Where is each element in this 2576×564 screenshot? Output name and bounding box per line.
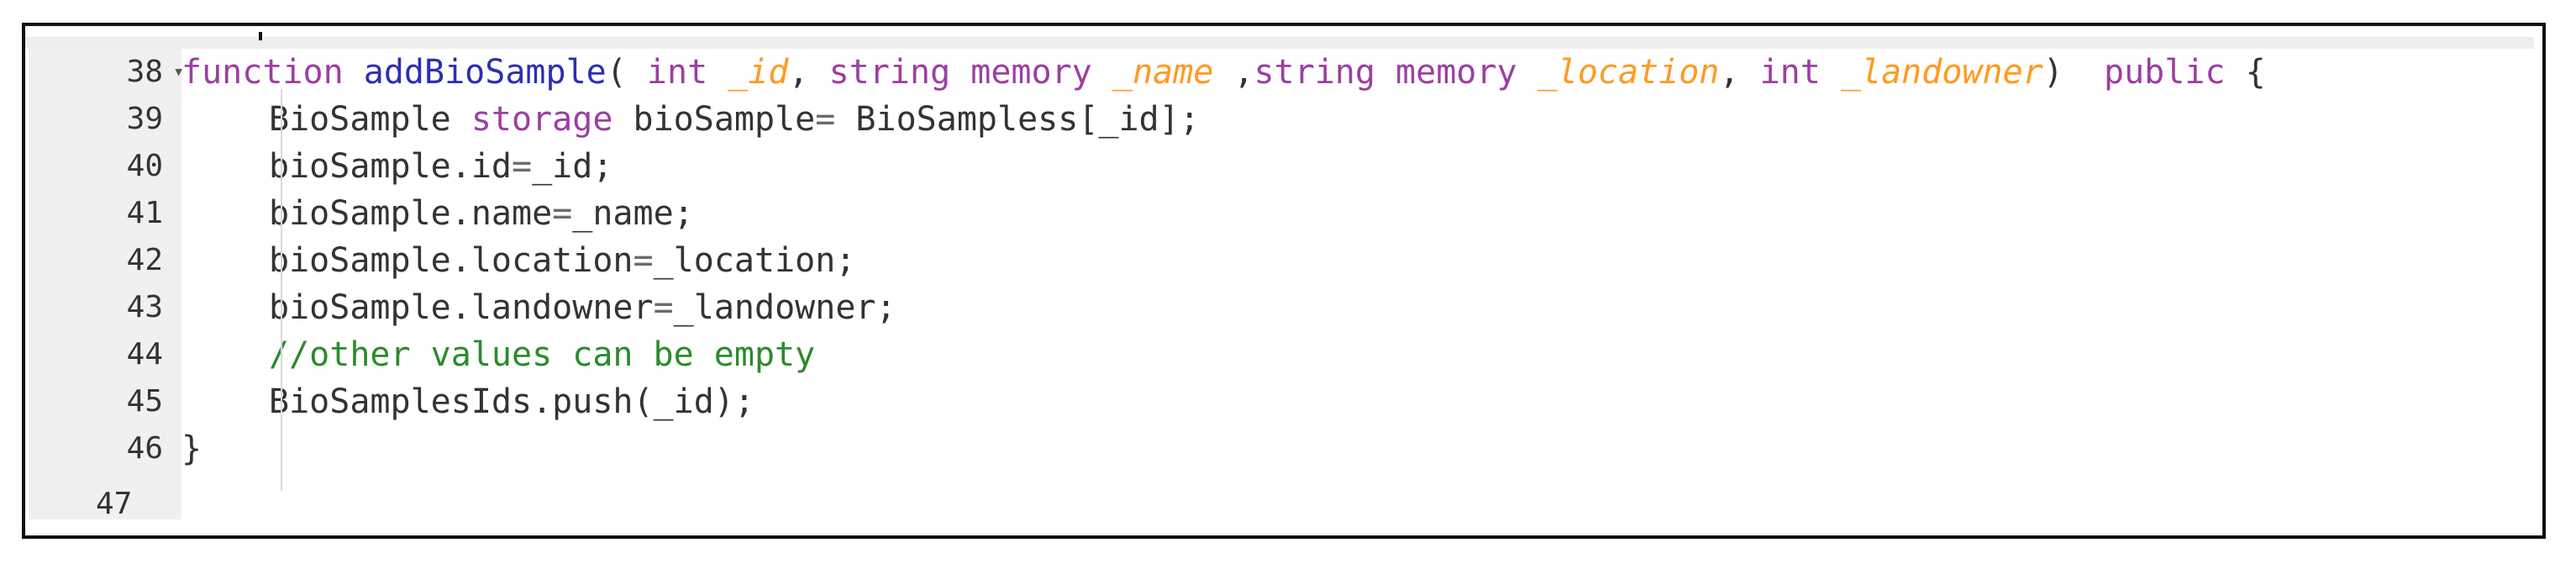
code-text: bioSample.landowner=_landowner; [269,284,896,331]
code-token: = [511,147,533,186]
code-token: memory [1396,53,1517,92]
code-token: bioSample.location [269,241,633,280]
code-text: bioSample.id=_id; [269,143,612,190]
line-number: 43 [126,290,163,324]
code-text: bioSample.location=_location; [269,237,855,284]
code-line[interactable]: 40 bioSample.id=_id; [127,143,2542,190]
code-token: _landowner [1840,53,2043,92]
code-token: BioSample [269,100,471,139]
code-token: _id; [532,147,613,186]
code-token: bioSample.name [269,194,553,233]
line-number-gutter [29,49,181,519]
code-token [1517,53,1538,92]
code-text: bioSample.name=_name; [269,190,694,237]
editor-top-strip [25,37,2534,49]
code-token: _location; [653,241,856,280]
code-line[interactable]: 43 bioSample.landowner=_landowner; [127,284,2542,331]
line-number: 40 [126,149,163,183]
code-token: bioSample [612,100,816,139]
code-token: //other values can be empty [269,335,816,374]
code-token: bioSample.landowner [269,288,654,327]
line-number: 39 [126,102,163,136]
code-token: BioSampless[_id]; [835,100,1200,139]
code-token: function [181,53,344,92]
code-token: _name; [572,194,694,233]
code-token: _landowner; [673,288,896,327]
line-number: 44 [126,337,163,372]
code-line[interactable]: 42 bioSample.location=_location; [127,237,2542,284]
code-text: BioSample storage bioSample= BioSampless… [269,96,1200,143]
code-token: addBioSample [363,53,607,92]
code-line[interactable]: 44 //other values can be empty [127,331,2542,378]
code-text: function addBioSample( int _id, string m… [181,49,2266,96]
code-token: public [2103,53,2226,92]
line-number: 45 [126,384,163,419]
code-token [1821,53,1841,92]
code-token [1375,53,1396,92]
code-token: storage [471,100,613,139]
code-token: = [633,241,654,280]
code-token: = [815,100,836,139]
code-line[interactable]: 41 bioSample.name=_name; [127,190,2542,237]
fold-toggle-icon[interactable]: ▾ [173,61,185,82]
code-token [707,53,728,92]
cut-off-line-number: 47 [71,488,163,521]
code-token: string [828,53,951,92]
code-token: = [653,288,674,327]
code-token [344,53,364,92]
code-line[interactable]: 46} [127,425,2542,472]
code-line[interactable]: 38 ▾function addBioSample( int _id, strin… [127,49,2542,96]
code-token: ) [2042,53,2104,92]
code-token: _location [1537,53,1720,92]
code-token: , [1719,53,1760,92]
code-token: int [1759,53,1821,92]
code-token: bioSample.id [269,147,512,186]
line-number: 38 [126,55,163,89]
code-text: } [181,425,202,472]
code-token: string [1254,53,1375,92]
cursor-mark [259,32,262,40]
code-token: memory [970,53,1092,92]
line-number: 42 [126,243,163,277]
line-number-47: 47 [96,487,133,521]
code-token: _name [1112,53,1214,92]
code-token: } [181,430,202,468]
code-text: //other values can be empty [269,331,815,378]
code-token: = [552,194,573,233]
indent-guide [281,89,282,491]
code-token: , [1213,53,1254,92]
code-token: { [2225,53,2266,92]
code-token [1092,53,1112,92]
code-token: _id [728,53,789,92]
line-number: 41 [126,196,163,230]
code-text: BioSamplesIds.push(_id); [269,378,754,425]
code-token: ( [606,53,647,92]
code-token: , [788,53,829,92]
code-line[interactable]: 39 BioSample storage bioSample= BioSample… [127,96,2542,143]
code-token: BioSamplesIds.push(_id); [269,382,754,421]
code-token [950,53,970,92]
code-line[interactable]: 45 BioSamplesIds.push(_id); [127,378,2542,425]
line-number: 46 [126,431,163,466]
code-token: int [646,53,708,92]
code-editor[interactable]: 38 ▾function addBioSample( int _id, strin… [127,49,2542,519]
